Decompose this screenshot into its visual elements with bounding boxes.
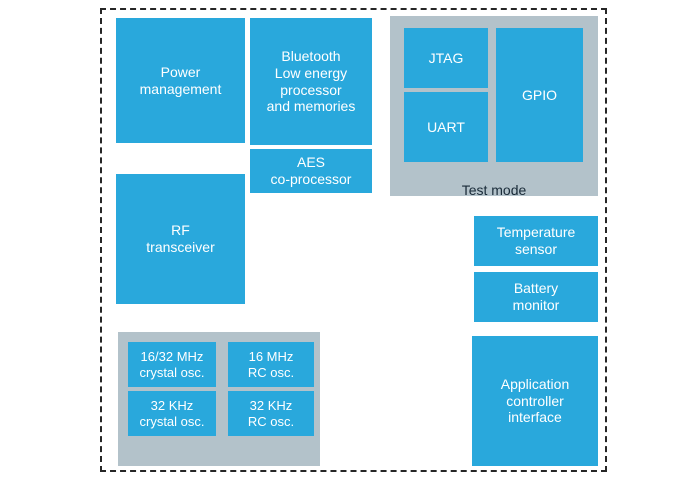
block-battery-monitor: Battery monitor (474, 272, 598, 322)
block-gpio: GPIO (496, 28, 583, 162)
block-application-controller-interface: Application controller interface (472, 336, 598, 466)
block-bluetooth-low-energy-processor-label: Bluetooth Low energy processor and memor… (266, 48, 356, 115)
block-rc-osc-16mhz-label: 16 MHz RC osc. (247, 349, 295, 380)
block-rf-transceiver-label: RF transceiver (146, 222, 215, 255)
block-gpio-label: GPIO (521, 86, 557, 103)
block-crystal-osc-32khz: 32 KHz crystal osc. (128, 391, 216, 436)
block-rf-transceiver: RF transceiver (116, 174, 245, 304)
block-temperature-sensor: Temperature sensor (474, 216, 598, 266)
block-bluetooth-low-energy-processor: Bluetooth Low energy processor and memor… (250, 18, 372, 145)
block-rc-osc-32khz-label: 32 KHz RC osc. (247, 398, 295, 429)
block-jtag-label: JTAG (428, 49, 464, 66)
block-temperature-sensor-label: Temperature sensor (496, 224, 576, 257)
block-jtag: JTAG (404, 28, 488, 88)
block-power-management: Power management (116, 18, 245, 143)
block-uart: UART (404, 92, 488, 162)
block-aes-coprocessor: AES co-processor (250, 149, 372, 193)
block-rc-osc-32khz: 32 KHz RC osc. (228, 391, 314, 436)
block-application-controller-interface-label: Application controller interface (500, 376, 570, 426)
block-crystal-osc-16-32mhz-label: 16/32 MHz crystal osc. (139, 349, 205, 380)
block-crystal-osc-32khz-label: 32 KHz crystal osc. (139, 398, 205, 429)
block-crystal-osc-16-32mhz: 16/32 MHz crystal osc. (128, 342, 216, 387)
block-aes-coprocessor-label: AES co-processor (270, 154, 352, 187)
block-battery-monitor-label: Battery monitor (512, 280, 560, 313)
group-test-mode-label: Test mode (461, 182, 527, 198)
block-rc-osc-16mhz: 16 MHz RC osc. (228, 342, 314, 387)
block-uart-label: UART (427, 118, 465, 135)
chip-boundary-dashed-outline (100, 8, 607, 472)
block-power-management-label: Power management (139, 63, 222, 97)
